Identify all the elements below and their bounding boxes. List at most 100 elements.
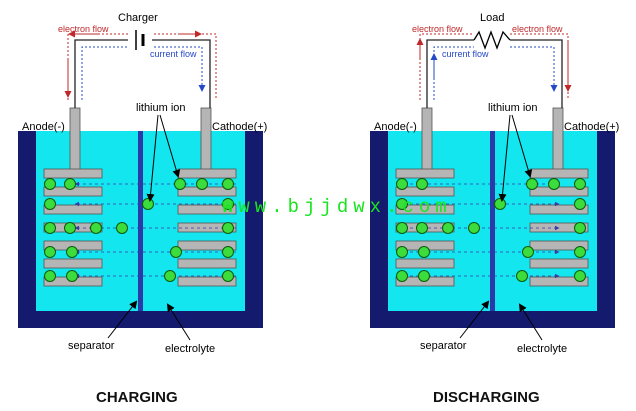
electrolyte-label: electrolyte [165,343,215,355]
lithium-ion [66,270,78,282]
lithium-ion [522,246,534,258]
lithium-ion [574,246,586,258]
ion-pointer [159,114,181,178]
lithium-ion [164,270,176,282]
cathode-plate [529,168,589,179]
lithium-ion [494,198,506,210]
cathode-label: Cathode(+) [212,121,267,133]
cathode-plate [529,258,589,269]
electrolyte-pointer [166,303,191,341]
lithium-ion [418,246,430,258]
separator-pointer [107,300,138,339]
cathode-plate [177,204,237,215]
lithium-ion [64,222,76,234]
lithium-ion [574,178,586,190]
anode-plate [43,168,103,179]
cathode-collector [552,107,564,177]
separator [490,131,495,311]
lithium-ion [66,246,78,258]
lithium-ion [222,246,234,258]
device-label: Charger [118,12,158,24]
lithium-ion [574,222,586,234]
ion-pointer [511,114,533,178]
separator-pointer [459,300,490,339]
lithium-ion [44,198,56,210]
current-flow-path [433,46,480,100]
current-flow-path [150,46,206,92]
current-flow-path [502,46,558,92]
anode-plate [395,204,455,215]
current-flow-path [81,46,128,100]
lithium-ion [44,270,56,282]
current-flow-label: current flow [442,49,489,59]
anode-collector [69,107,81,177]
electrolyte-label: electrolyte [517,343,567,355]
lithium-ion-label: lithium ion [488,102,538,114]
cathode-plate [177,258,237,269]
lithium-ion [396,270,408,282]
lithium-ion [222,178,234,190]
panel-title: DISCHARGING [433,389,540,406]
electron-flow-path [67,33,128,100]
cathode-plate [177,222,237,233]
lithium-ion [222,198,234,210]
ion-pointer [146,114,159,202]
watermark: www.bjjdwx.com [222,196,452,218]
anode-plate [395,168,455,179]
anode-label: Anode(-) [22,121,65,133]
cathode-plate [177,240,237,251]
lithium-ion [222,270,234,282]
lithium-ion [396,178,408,190]
lithium-ion [44,246,56,258]
lithium-ion [90,222,102,234]
separator [138,131,143,311]
panel-title: CHARGING [96,389,178,406]
lithium-ion [396,222,408,234]
lithium-ion [416,222,428,234]
lithium-ion [396,246,408,258]
electron-flow-path [150,33,217,100]
lithium-ion [222,222,234,234]
device-label: Load [480,12,504,24]
anode-plate [43,258,103,269]
lithium-ion [196,178,208,190]
lithium-ion [44,222,56,234]
lithium-ion [574,198,586,210]
ion-pointer [498,114,511,202]
lithium-ion [548,178,560,190]
separator-label: separator [420,340,467,352]
cathode-collector [200,107,212,177]
lithium-ion [174,178,186,190]
current-flow-label: current flow [150,49,197,59]
lithium-ion [416,178,428,190]
anode-collector [421,107,433,177]
electron-flow-label-right: electron flow [512,24,563,34]
discharging-panel: Load electron flow electron flow current… [370,12,619,406]
cathode-label: Cathode(+) [564,121,619,133]
electron-flow-path [502,33,569,100]
lithium-ion [468,222,480,234]
lithium-ion [516,270,528,282]
battery-symbol-icon [128,30,152,50]
cathode-plate [177,168,237,179]
anode-label: Anode(-) [374,121,417,133]
lithium-ion [526,178,538,190]
lithium-ion [44,178,56,190]
lithium-ion [116,222,128,234]
anode-plate [43,204,103,215]
lithium-ion-label: lithium ion [136,102,186,114]
charging-panel: Charger electron flow current flow Anode… [18,12,267,406]
electrolyte-pointer [518,303,543,341]
electron-flow-label: electron flow [412,24,463,34]
separator-label: separator [68,340,115,352]
resistor-icon [473,30,511,50]
lithium-ion [64,178,76,190]
lithium-ion [170,246,182,258]
lithium-ion [574,270,586,282]
lithium-ion [142,198,154,210]
lithium-ion [396,198,408,210]
lithium-ion [442,222,454,234]
cathode-plate [177,276,237,287]
anode-plate [395,258,455,269]
